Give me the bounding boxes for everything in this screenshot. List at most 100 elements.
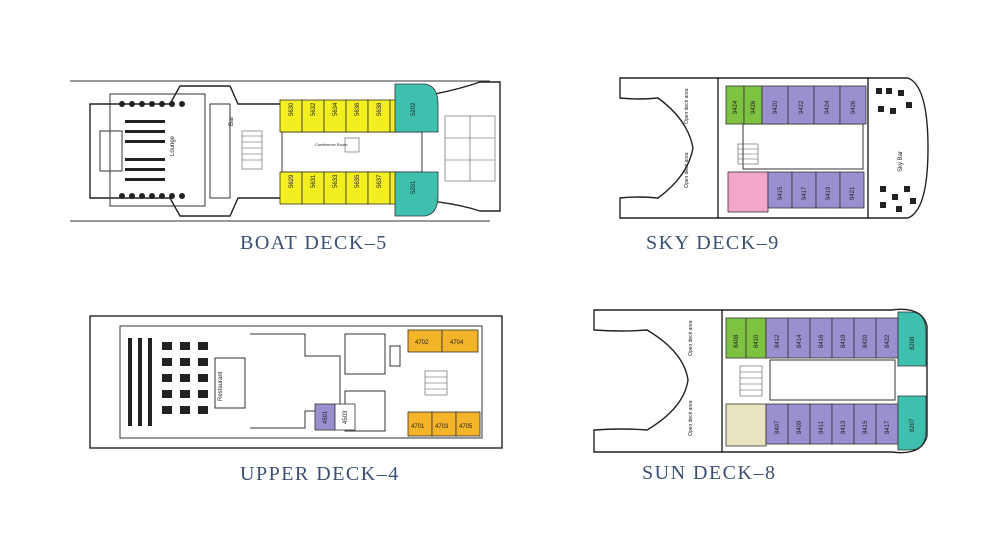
sky-deck-plan: Open deck area Open deck area 9424 9426 … — [618, 76, 938, 254]
cabin-label: 8416 — [819, 334, 825, 348]
upper-cabins-top: 4702 4704 — [407, 329, 479, 353]
open-deck-label-bottom: Open deck area — [684, 152, 690, 188]
cabin-9421[interactable] — [839, 171, 865, 209]
sky-cabins-top: 9420 9422 9424 9426 — [761, 85, 867, 125]
cabin-label: 9424 — [733, 100, 739, 114]
cabin-label: 9426 — [751, 100, 757, 114]
cabin-label: 5634 — [333, 102, 339, 116]
open-deck-label-bottom: Open deck area — [688, 400, 694, 436]
cabin-label: 8409 — [797, 420, 803, 434]
stairs — [739, 365, 763, 397]
cabin-9420[interactable] — [761, 85, 789, 125]
beige-area — [725, 403, 767, 447]
sky-deck-title: SKY DECK–9 — [646, 232, 780, 254]
cabin-label: 8410 — [754, 334, 760, 348]
boat-deck-drawing: Lounge Bar Conference Room 5630 5632 563… — [70, 80, 501, 222]
cabin-label: 5201 — [411, 180, 417, 194]
cabin-label: 8418 — [841, 334, 847, 348]
upper-cabins-purple: 4501 4503 — [314, 403, 356, 431]
pink-area — [727, 171, 769, 213]
boat-suites: 5202 5201 — [394, 83, 439, 217]
boat-cabins-top: 5630 5632 5634 5636 5638 5640 — [279, 99, 413, 133]
cabin-label: 9419 — [826, 186, 832, 200]
cabin-label: 5202 — [411, 102, 417, 116]
suite-8208[interactable] — [897, 311, 927, 367]
cabin-9422[interactable] — [787, 85, 815, 125]
cabin-label: 5629 — [289, 174, 295, 188]
cabin-label: 8412 — [775, 334, 781, 348]
bow-deck — [444, 115, 496, 182]
cabin-label: 9422 — [799, 100, 805, 114]
sun-cabins-top: 8412 8414 8416 8418 8420 8422 — [765, 317, 899, 359]
cabin-label: 8407 — [775, 420, 781, 434]
cabin-4705[interactable] — [455, 411, 481, 437]
restaurant-label: Restaurant — [218, 371, 224, 401]
cabin-9417[interactable] — [791, 171, 817, 209]
cabin-4701[interactable] — [407, 411, 433, 437]
upper-deck-drawing: Restaurant 4501 4503 4702 4704 — [89, 315, 503, 449]
cabin-label: 4705 — [459, 424, 473, 430]
boat-deck-plan: Lounge Bar Conference Room 5630 5632 563… — [70, 76, 510, 254]
sky-bar-label: Sky Bar — [898, 151, 904, 172]
boat-deck-title: BOAT DECK–5 — [240, 232, 388, 254]
upper-deck-title: UPPER DECK–4 — [240, 463, 400, 485]
lounge-label: Lounge — [170, 135, 176, 156]
cabin-label: 5632 — [311, 102, 317, 116]
sun-deck-title: SUN DECK–8 — [642, 462, 777, 484]
suite-5202[interactable] — [394, 83, 439, 133]
sky-deck-drawing: Open deck area Open deck area 9424 9426 … — [619, 77, 929, 219]
restaurant-seating — [128, 338, 208, 426]
cabin-label: 5633 — [333, 174, 339, 188]
conference-label: Conference Room — [315, 142, 348, 147]
suite-5201[interactable] — [394, 171, 439, 217]
cabin-9415[interactable] — [767, 171, 793, 209]
cabin-label: 5637 — [377, 174, 383, 188]
cabin-label: 4702 — [415, 340, 429, 346]
stairs — [737, 143, 759, 165]
cabin-4704[interactable] — [441, 329, 479, 353]
cabin-4503[interactable] — [334, 403, 356, 431]
cabin-label: 9424 — [825, 100, 831, 114]
upper-cabins-bottom: 4701 4703 4705 — [407, 411, 481, 437]
cabin-9426[interactable] — [839, 85, 867, 125]
sky-cabins-green: 9424 9426 — [725, 85, 763, 125]
open-deck-label-top: Open deck area — [684, 88, 690, 124]
stairs — [424, 370, 448, 396]
sun-cabins-green: 8408 8410 — [725, 317, 767, 359]
cabin-label: 5631 — [311, 174, 317, 188]
cabin-label: 8411 — [819, 420, 825, 434]
cabin-label: 8207 — [910, 418, 916, 432]
sun-cabins-bottom: 8407 8409 8411 8413 8415 8417 — [765, 403, 899, 445]
sky-bar-seating — [876, 88, 916, 212]
cabin-label: 9421 — [850, 186, 856, 200]
cabin-9424[interactable] — [813, 85, 841, 125]
sun-suites: 8208 8207 — [897, 311, 927, 451]
sky-cabins-bottom: 9415 9417 9419 9421 — [767, 171, 865, 209]
cabin-label: 4503 — [343, 410, 349, 424]
cabin-label: 8408 — [734, 334, 740, 348]
cabin-label: 8417 — [885, 420, 891, 434]
boat-cabins-bottom: 5629 5631 5633 5635 5637 5639 — [279, 171, 413, 205]
sun-deck-drawing: Open deck area Open deck area 8408 8410 … — [593, 308, 928, 454]
cabin-label: 8422 — [885, 334, 891, 348]
cabin-label: 9420 — [773, 100, 779, 114]
bar-label: Bar — [229, 117, 235, 126]
cabin-label: 9417 — [802, 186, 808, 200]
cabin-label: 4704 — [450, 340, 464, 346]
cabin-label: 8413 — [841, 420, 847, 434]
stairs — [241, 130, 263, 170]
sun-deck-plan: Open deck area Open deck area 8408 8410 … — [592, 306, 942, 486]
suite-8207[interactable] — [897, 395, 927, 451]
cabin-label: 8415 — [863, 420, 869, 434]
cabin-label: 4501 — [323, 410, 329, 424]
cabin-label: 5638 — [377, 102, 383, 116]
cabin-label: 5635 — [355, 174, 361, 188]
upper-deck-plan: Restaurant 4501 4503 4702 4704 — [89, 315, 510, 486]
cabin-label: 8208 — [910, 336, 916, 350]
cabin-label: 8414 — [797, 334, 803, 348]
cabin-9419[interactable] — [815, 171, 841, 209]
cabin-label: 5630 — [289, 102, 295, 116]
cabin-label: 5636 — [355, 102, 361, 116]
cabin-label: 9426 — [851, 100, 857, 114]
lounge-tables — [119, 101, 185, 199]
